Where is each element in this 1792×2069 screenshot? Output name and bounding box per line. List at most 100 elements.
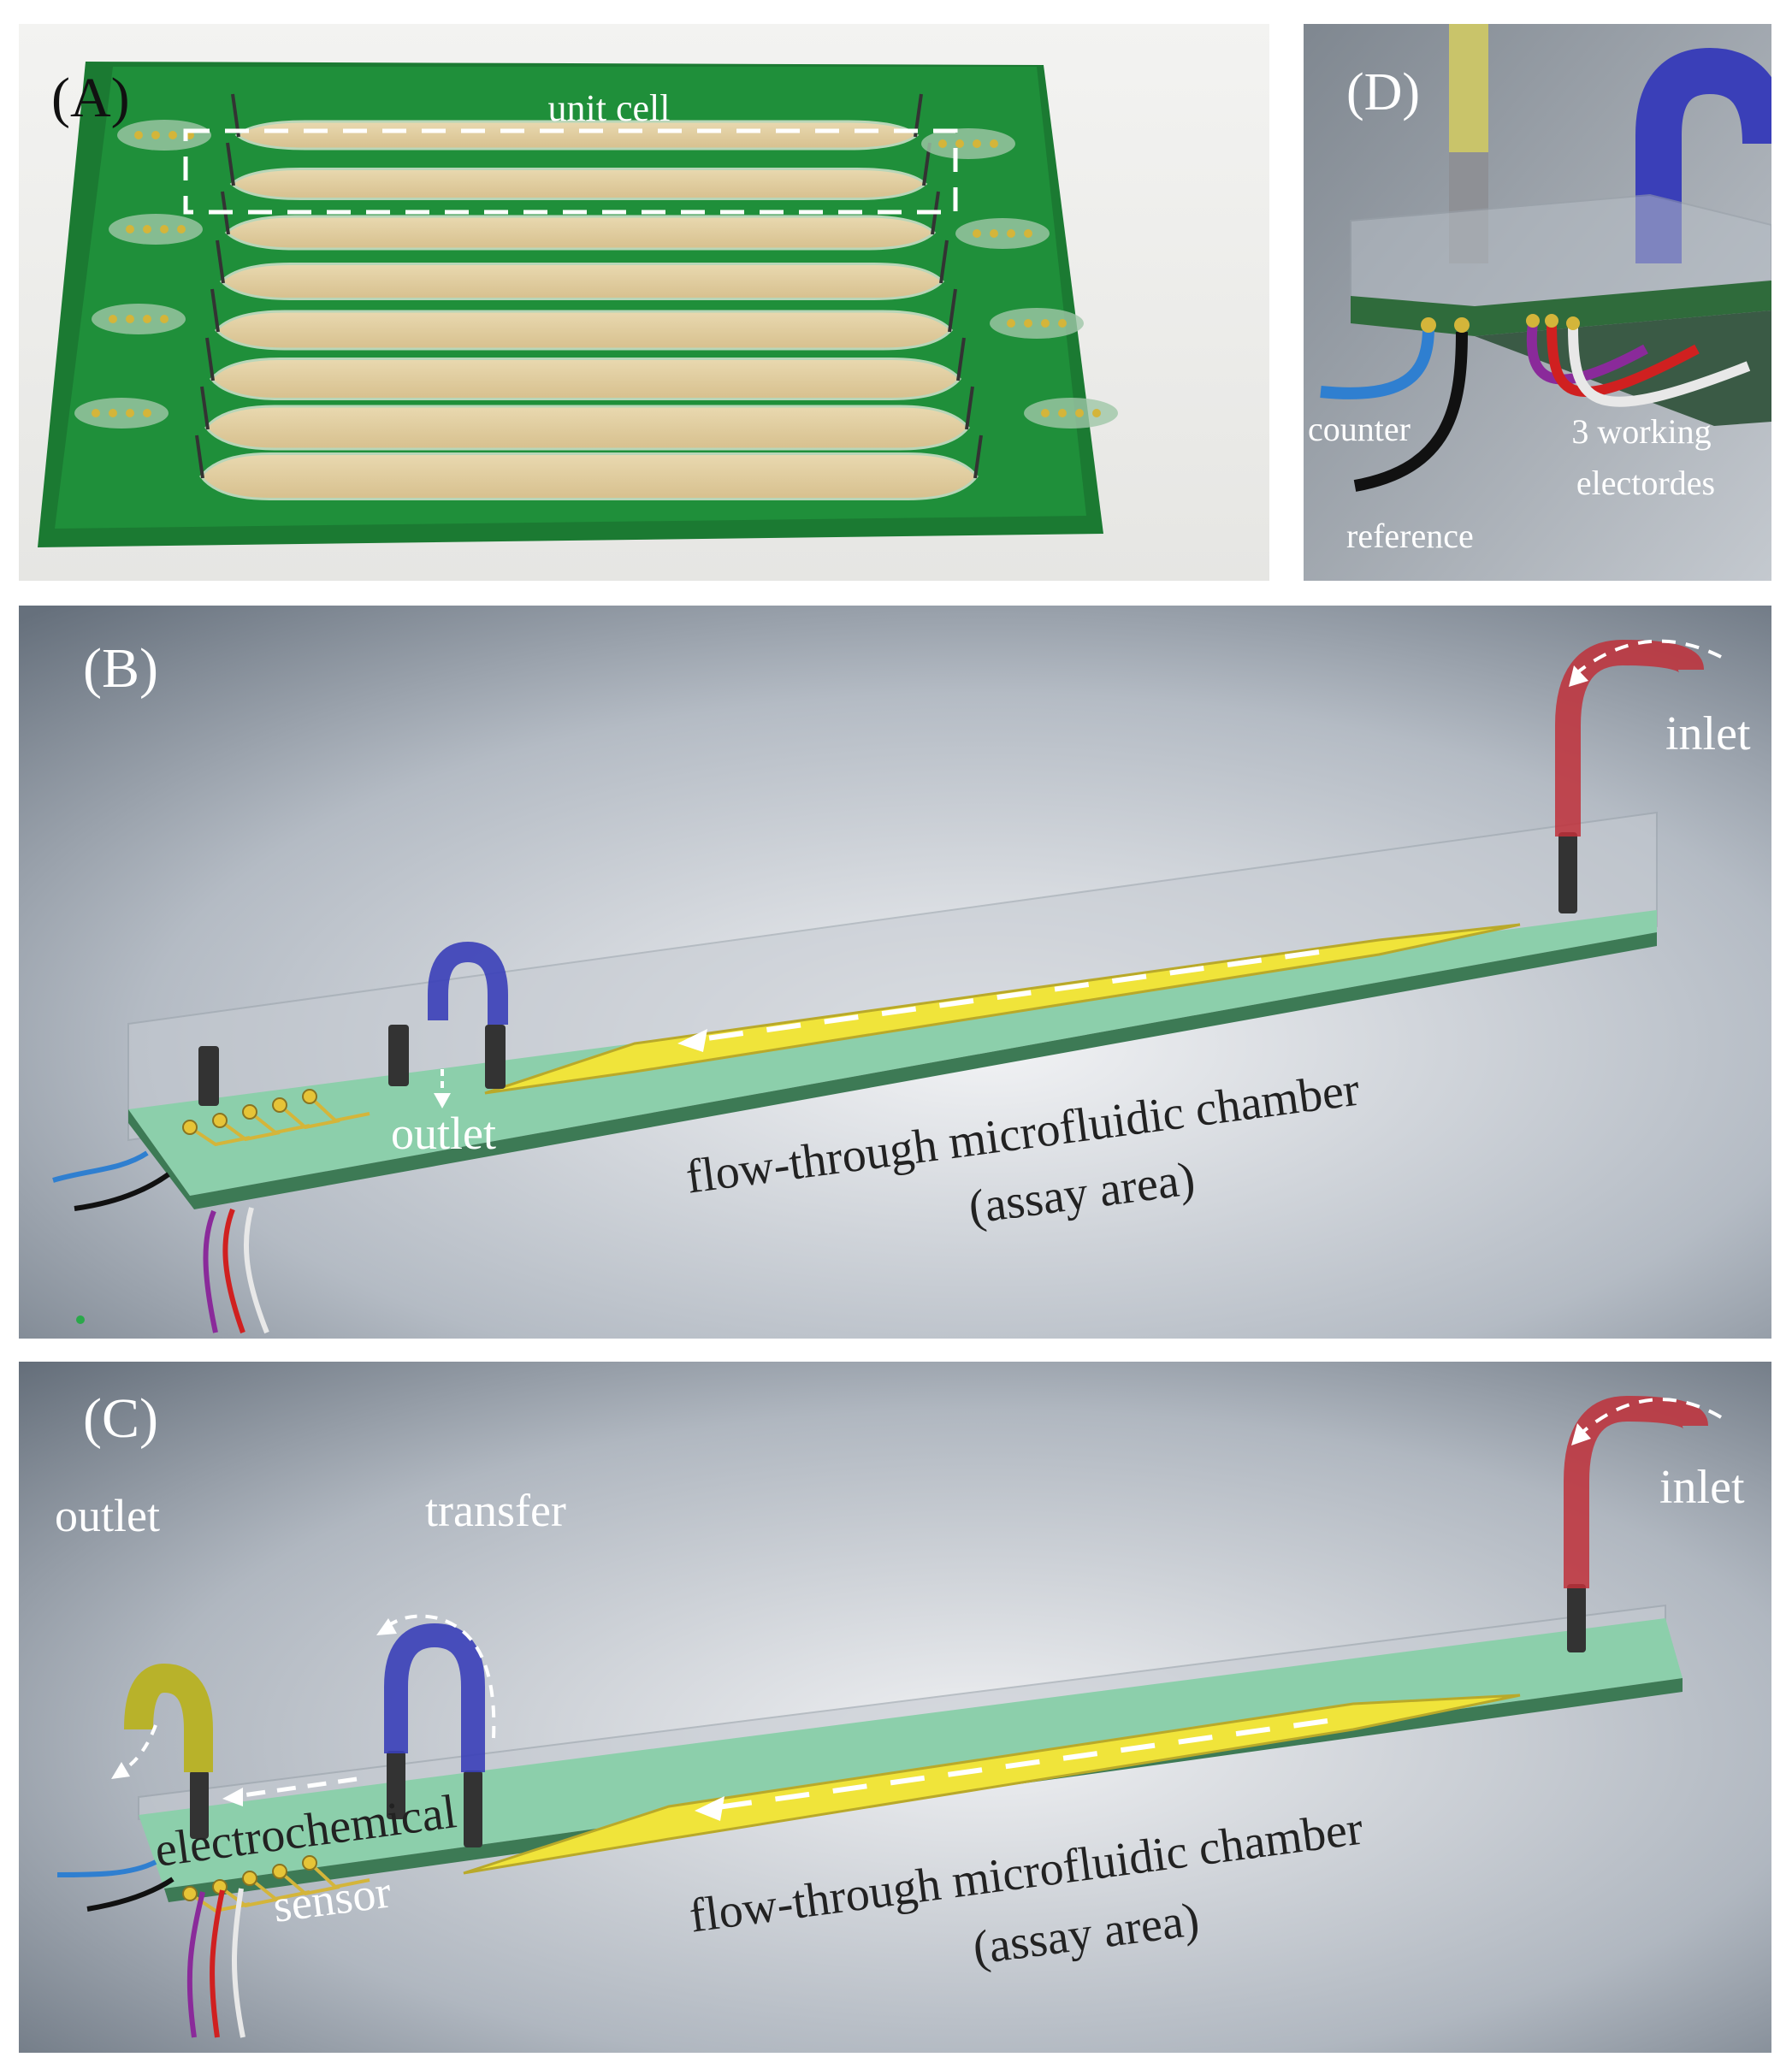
chamber-pin-right [948, 288, 957, 333]
panel-b-label: (B) [83, 637, 158, 700]
sensor-pad [74, 398, 169, 429]
sensor-electrode [143, 315, 151, 323]
sensor-trace [308, 1861, 370, 1889]
inlet-label: inlet [1659, 1461, 1745, 1514]
transfer-arrowhead-top [376, 1618, 397, 1635]
chip-design-c-illustration: (C) inlet outlet transfer electrochemica… [19, 1362, 1771, 2053]
sensor-trace [278, 1103, 340, 1130]
sensor-electrode [1041, 409, 1050, 417]
panel-d-render: (D) counter reference 3 working electord… [1304, 24, 1771, 581]
chamber-pin-right [973, 434, 983, 479]
working-wire-3 [232, 1888, 245, 2038]
assay-chamber [210, 358, 961, 400]
connector-2 [388, 1025, 409, 1086]
transfer-label: transfer [425, 1485, 566, 1536]
sensor-trace [188, 1126, 251, 1147]
sensor-electrode [973, 229, 981, 238]
electrode-closeup-illustration: (D) counter reference 3 working electord… [1304, 24, 1771, 581]
chamber-pin-left [195, 434, 204, 479]
flow-dashed-line [711, 1718, 1328, 1811]
chip-edge [128, 932, 1657, 1209]
sensor-electrode [151, 131, 160, 139]
assay-chamber [463, 1694, 1521, 1875]
working-wire-1 [1526, 322, 1648, 385]
sensor-pad [272, 1864, 287, 1879]
chamber-pin-right [939, 239, 949, 284]
working-wire-2 [210, 1889, 225, 2038]
axis-marker [76, 1315, 85, 1324]
sensor-pad [182, 1120, 198, 1135]
outlet-label: outlet [391, 1108, 496, 1159]
sensor-electrode [109, 315, 117, 323]
outlet-tube-segment [1449, 24, 1488, 152]
panel-d-label: (D) [1346, 63, 1420, 121]
outlet-label: outlet [55, 1490, 160, 1541]
electrochemical-sensor [182, 1089, 370, 1147]
working-label-line1: 3 working [1571, 412, 1711, 451]
inlet-tube [1555, 639, 1704, 836]
sensor-electrode [938, 139, 947, 148]
flow-dashed-line [694, 949, 1320, 1043]
panel-a-photo: unit cell (A) [19, 24, 1269, 581]
sensor-electrode [1075, 409, 1084, 417]
pcb-photo-illustration: unit cell (A) [19, 24, 1269, 581]
sensor-electrode [955, 139, 964, 148]
assay-chamber [484, 923, 1521, 1095]
counter-wire [52, 1150, 149, 1183]
sensor-pad [990, 308, 1084, 339]
sensor-electrode [990, 229, 998, 238]
sensor-pad [921, 128, 1015, 159]
sensor-electrode [1092, 409, 1101, 417]
sensor-electrode [134, 131, 143, 139]
reference-wire [1353, 331, 1468, 492]
panel-a-label: (A) [51, 67, 130, 129]
assay-chamber [214, 310, 954, 351]
sensor-pad [242, 1871, 257, 1886]
inlet-connector [1567, 1584, 1586, 1652]
sensor-trace [248, 1877, 310, 1901]
connector-1 [198, 1046, 219, 1106]
inlet-connector [1558, 832, 1577, 913]
chamber-pin-right [965, 386, 974, 430]
sensor-electrode [1058, 319, 1067, 328]
sensor-pad [109, 214, 203, 245]
unit-cell-label: unit cell [548, 87, 671, 129]
sensor-pad [1024, 398, 1118, 429]
sensor-electrode [143, 409, 151, 417]
chip-top [128, 910, 1657, 1196]
assay-chamber [199, 452, 979, 500]
reference-label: reference [1346, 517, 1474, 555]
chamber-pin-left [200, 386, 210, 430]
assay-chamber [229, 168, 928, 200]
outlet-arrowhead [434, 1093, 451, 1108]
working-wire-1 [203, 1209, 218, 1333]
sensor-electrode [1007, 319, 1015, 328]
chamber-pin-right [956, 337, 966, 381]
counter-wire [1320, 327, 1434, 399]
sensor-electrode [1007, 229, 1015, 238]
transfer-connector-2 [464, 1770, 482, 1847]
sensor-pad [272, 1097, 287, 1113]
pad-reference [1454, 317, 1470, 333]
panel-c-label: (C) [83, 1387, 158, 1450]
inlet-arrowhead [1571, 1423, 1591, 1445]
transfer-arrowhead [222, 1788, 243, 1806]
pad-working-1 [1526, 314, 1540, 328]
sensor-pads [74, 120, 1118, 429]
reference-wire [74, 1172, 170, 1211]
working-label-line2: electordes [1576, 464, 1715, 502]
panel-b-render: (B) inlet outlet flow-through microfluid… [19, 606, 1771, 1339]
reference-wire [86, 1877, 174, 1912]
inlet-label: inlet [1665, 707, 1751, 760]
transfer-tube [384, 1623, 485, 1772]
assay-chamber [219, 263, 945, 300]
sensor-pad [302, 1089, 317, 1104]
sensor-electrode [973, 139, 981, 148]
assay-chamber [204, 405, 970, 451]
sensor-pad [302, 1855, 317, 1871]
transfer-dashed-line [236, 1776, 358, 1799]
working-wire-2 [222, 1208, 245, 1334]
chip-top [139, 1618, 1683, 1889]
working-wire-2 [1547, 322, 1700, 398]
sensor-trace [218, 1119, 281, 1142]
